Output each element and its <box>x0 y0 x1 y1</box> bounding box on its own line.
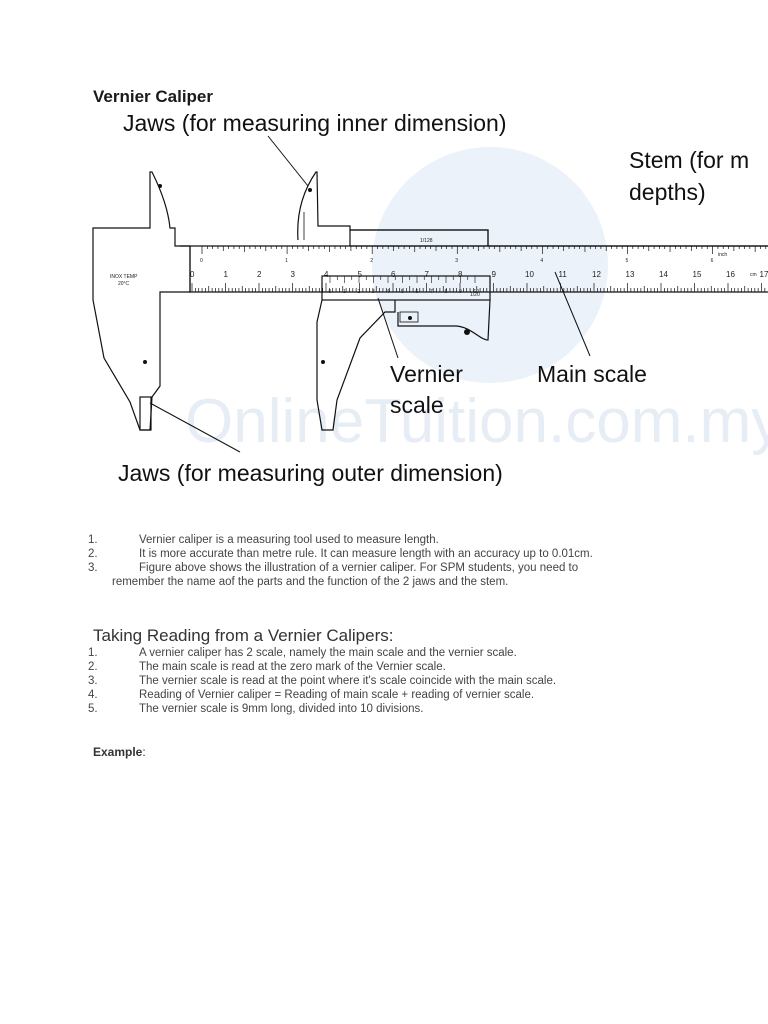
outer-jaws-label: Jaws (for measuring outer dimension) <box>118 460 503 486</box>
outer-jaw-tip-fixed <box>139 396 152 431</box>
vernier-scale-number: 2 <box>358 289 361 295</box>
watermark-circle <box>372 147 608 383</box>
main-scale-number: 16 <box>726 270 735 279</box>
reading-steps-list: 1.A vernier caliper has 2 scale, namely … <box>88 646 688 716</box>
intro-list: 1.Vernier caliper is a measuring tool us… <box>88 533 688 589</box>
vernier-scale-number: 6 <box>416 289 419 295</box>
main-scale-ticks <box>191 283 766 292</box>
main-scale-number: 12 <box>592 270 601 279</box>
vernier-scale-number: 8 <box>445 289 448 295</box>
main-scale-number: 7 <box>425 270 430 279</box>
main-scale-number: 17 <box>760 270 768 279</box>
vernier-scale-number: 10 <box>474 289 480 295</box>
example-label: Example: <box>93 745 146 759</box>
screw-5 <box>464 329 470 335</box>
main-scale-number: 8 <box>458 270 463 279</box>
inch-scale-ticks <box>201 246 767 254</box>
inch-scale-number: 1 <box>285 258 288 264</box>
vernier-caliper-diagram: OnlineTuition.com.my <box>92 110 768 486</box>
caliper-body <box>92 171 768 431</box>
list-item: 2.The main scale is read at the zero mar… <box>88 661 446 673</box>
vernier-scale-ticks <box>329 276 476 283</box>
stem-label-line1: Stem (for m <box>629 147 749 173</box>
screw-1 <box>308 188 312 192</box>
main-scale-number: 1 <box>224 270 229 279</box>
screw-6 <box>408 316 412 320</box>
screw-3 <box>143 360 147 364</box>
vernier-label-line2: scale <box>390 392 444 418</box>
vernier-scale-number: 0 <box>329 289 332 295</box>
main-scale-number: 5 <box>358 270 363 279</box>
vernier-scale-number: 3 <box>372 289 375 295</box>
vernier-scale-number: 4 <box>387 289 390 295</box>
inch-scale-number: 4 <box>540 258 543 264</box>
main-scale-number: 6 <box>391 270 396 279</box>
thumb-grip <box>397 299 491 341</box>
list-item: 3.The vernier scale is read at the point… <box>88 675 557 687</box>
vernier-label-line1: Vernier <box>390 361 463 387</box>
inch-scale-number: 6 <box>711 258 714 264</box>
list-item: 2.It is more accurate than metre rule. I… <box>88 548 593 560</box>
main-scale-number: 9 <box>492 270 497 279</box>
body-text-inox: INOX TEMP <box>110 274 138 280</box>
vernier-scale-number: 1 <box>343 289 346 295</box>
list-item: 1.A vernier caliper has 2 scale, namely … <box>88 647 517 659</box>
main-scale-number: 0 <box>190 270 195 279</box>
vernier-top-plate <box>349 229 489 247</box>
inch-scale-numbers: 0 1 2 3 4 5 6 <box>200 258 714 264</box>
inch-scale-number: 0 <box>200 258 203 264</box>
page-title: Vernier Caliper <box>93 87 214 106</box>
leader-lines <box>149 135 591 453</box>
vernier-caliper-figure: OnlineTuition.com.my <box>0 100 768 500</box>
main-scale-number: 15 <box>693 270 702 279</box>
list-item: 5.The vernier scale is 9mm long, divided… <box>88 703 424 715</box>
inch-scale-number: 2 <box>370 258 373 264</box>
main-scale-label: Main scale <box>537 361 647 387</box>
vernier-scale-number: 7 <box>430 289 433 295</box>
inch-scale-number: 5 <box>626 258 629 264</box>
body-text-temp: 20°C <box>118 281 130 287</box>
vernier-scale-numbers: 0 1 2 3 4 5 6 7 8 9 10 <box>329 289 480 295</box>
vernier-top-label: 1/128 <box>420 238 433 244</box>
inner-jaws-label: Jaws (for measuring inner dimension) <box>123 110 507 136</box>
list-item: 3.Figure above shows the illustration of… <box>88 562 579 588</box>
moving-outer-jaw <box>316 299 396 431</box>
list-item: 4.Reading of Vernier caliper = Reading o… <box>88 689 535 701</box>
main-scale-number: 10 <box>525 270 534 279</box>
vernier-scale-number: 5 <box>401 289 404 295</box>
cm-unit: cm <box>750 272 757 278</box>
section-heading: Taking Reading from a Vernier Calipers: <box>93 626 394 645</box>
inch-scale-number: 3 <box>455 258 458 264</box>
stem-label-line2: depths) <box>629 179 706 205</box>
main-scale-number: 11 <box>559 270 568 279</box>
screw-4 <box>321 360 325 364</box>
watermark-text: OnlineTuition.com.my <box>185 387 768 456</box>
main-scale-number: 2 <box>257 270 262 279</box>
vernier-bottom-label: 1/20 <box>470 292 480 298</box>
main-scale-number: 4 <box>324 270 329 279</box>
moving-inner-jaw <box>297 171 489 246</box>
main-scale-number: 3 <box>291 270 296 279</box>
inch-unit: inch <box>718 252 727 258</box>
main-scale-number: 14 <box>659 270 668 279</box>
fixed-jaw <box>92 171 191 431</box>
main-scale-number: 13 <box>626 270 635 279</box>
screw-2 <box>158 184 162 188</box>
list-item: 1.Vernier caliper is a measuring tool us… <box>88 534 439 546</box>
vernier-scale-number: 9 <box>459 289 462 295</box>
